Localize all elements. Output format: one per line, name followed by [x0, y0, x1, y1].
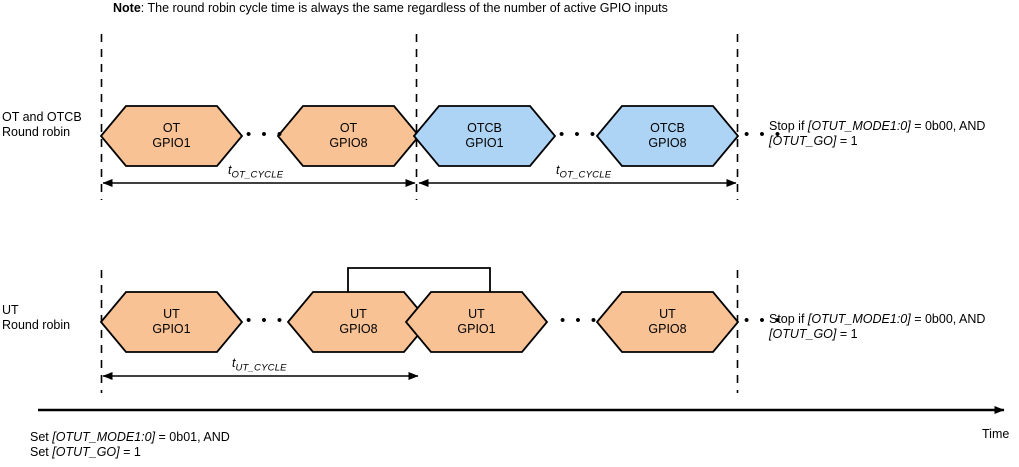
block-ut-gpio1-b: [404, 291, 549, 353]
block-label-otcb-gpio1: OTCB GPIO1: [439, 121, 530, 151]
block-label-line1: OTCB: [650, 121, 685, 135]
set-prefix: Set: [30, 445, 53, 459]
block-label-line2: GPIO8: [339, 322, 378, 336]
register-otut-go: [OTUT_GO]: [769, 134, 837, 148]
block-label-line1: UT: [468, 307, 485, 321]
ellipsis-otcb-row: • • •: [559, 126, 599, 143]
set-condition-line2: Set [OTUT_GO] = 1: [30, 445, 230, 460]
block-label-ot-gpio1: OT GPIO1: [126, 121, 217, 151]
row-ut-blocks: [99, 291, 740, 353]
set-suffix: = 1: [119, 445, 141, 459]
block-label-line1: OT: [162, 121, 181, 135]
cycle-subscript: OT_CYCLE: [559, 169, 612, 181]
stop-mid: = 0b00, AND: [910, 312, 986, 326]
stop-prefix: Stop if: [769, 312, 808, 326]
note-text: Note: The round robin cycle time is alwa…: [113, 1, 668, 16]
block-label-line2: GPIO8: [648, 322, 687, 336]
block-label-line1: OTCB: [467, 121, 502, 135]
note-body: : The round robin cycle time is always t…: [140, 1, 668, 15]
stop-condition-line2: [OTUT_GO] = 1: [769, 134, 985, 149]
set-condition-note: Set [OTUT_MODE1:0] = 0b01, AND Set [OTUT…: [30, 430, 230, 460]
ut-cycle-time-label: tUT_CYCLE: [232, 356, 287, 374]
stop-condition-line1: Stop if [OTUT_MODE1:0] = 0b00, AND: [769, 312, 985, 327]
ellipsis-row1-end: • • •: [744, 126, 784, 143]
block-label-ut-gpio8-b: UT GPIO8: [622, 307, 713, 337]
row-ot-otcb-blocks: [99, 105, 740, 167]
block-label-line2: GPIO1: [457, 322, 496, 336]
row-label-ut: UT Round robin: [2, 303, 70, 333]
dashed-guides: [100, 34, 739, 393]
block-label-line2: GPIO8: [648, 136, 687, 150]
time-axis-label: Time: [982, 427, 1010, 441]
stop-condition-ot-otcb: Stop if [OTUT_MODE1:0] = 0b00, AND [OTUT…: [769, 119, 985, 149]
stop-condition-line1: Stop if [OTUT_MODE1:0] = 0b00, AND: [769, 119, 985, 134]
ot-cycle-time-label-2: tOT_CYCLE: [556, 163, 611, 181]
stop-suffix: = 1: [836, 327, 858, 341]
row-label-ut-line1: UT: [2, 303, 19, 317]
cycle-subscript: OT_CYCLE: [231, 169, 284, 181]
register-otut-go: [OTUT_GO]: [52, 445, 120, 459]
row-label-ot-otcb-line1: OT and OTCB: [2, 110, 82, 124]
ellipsis-ot-row-1: • • •: [246, 126, 286, 143]
ot-cycle-time-label-1: tOT_CYCLE: [228, 163, 283, 181]
cycle-t-symbol: t: [228, 163, 232, 177]
ellipsis-ut-row-2: • • •: [560, 312, 600, 329]
block-label-ut-gpio1-a: UT GPIO1: [126, 307, 217, 337]
cycle-t-symbol: t: [556, 163, 560, 177]
block-label-ut-gpio8-a: UT GPIO8: [313, 307, 404, 337]
register-otut-mode: [OTUT_MODE1:0]: [807, 312, 911, 326]
block-ut-gpio1-a: [99, 291, 244, 353]
ellipsis-ut-row-1: • • •: [246, 312, 286, 329]
block-label-line2: GPIO1: [152, 136, 191, 150]
stop-condition-line2: [OTUT_GO] = 1: [769, 327, 985, 342]
register-otut-mode: [OTUT_MODE1:0]: [52, 430, 156, 444]
register-otut-go: [OTUT_GO]: [769, 327, 837, 341]
stop-condition-ut: Stop if [OTUT_MODE1:0] = 0b00, AND [OTUT…: [769, 312, 985, 342]
block-ot-gpio1: [99, 105, 244, 167]
block-ut-gpio8-b: [595, 291, 740, 353]
ellipsis-row2-end: • • •: [744, 312, 784, 329]
stop-suffix: = 1: [836, 134, 858, 148]
set-condition-line1: Set [OTUT_MODE1:0] = 0b01, AND: [30, 430, 230, 445]
block-label-line1: UT: [163, 307, 180, 321]
set-prefix: Set: [30, 430, 53, 444]
block-otcb-gpio1: [412, 105, 557, 167]
block-label-line1: UT: [350, 307, 367, 321]
block-label-line2: GPIO1: [465, 136, 504, 150]
block-label-line2: GPIO8: [329, 136, 368, 150]
stop-mid: = 0b00, AND: [910, 119, 986, 133]
block-label-line1: OT: [339, 121, 358, 135]
cycle-subscript: UT_CYCLE: [235, 362, 287, 374]
block-label-ot-gpio8: OT GPIO8: [303, 121, 394, 151]
block-label-otcb-gpio8: OTCB GPIO8: [622, 121, 713, 151]
cycle-t-symbol: t: [232, 356, 236, 370]
row-label-ot-otcb: OT and OTCB Round robin: [2, 110, 82, 140]
block-otcb-gpio8: [595, 105, 740, 167]
block-label-line1: UT: [659, 307, 676, 321]
register-otut-mode: [OTUT_MODE1:0]: [807, 119, 911, 133]
stop-prefix: Stop if: [769, 119, 808, 133]
set-suffix: = 0b01, AND: [155, 430, 230, 444]
block-label-line2: GPIO1: [152, 322, 191, 336]
block-label-ut-gpio1-b: UT GPIO1: [431, 307, 522, 337]
row-label-ut-line2: Round robin: [2, 318, 71, 332]
wraparound-bracket: [347, 267, 491, 292]
row-label-ot-otcb-line2: Round robin: [2, 125, 71, 139]
note-bold-label: Note: [113, 1, 141, 15]
